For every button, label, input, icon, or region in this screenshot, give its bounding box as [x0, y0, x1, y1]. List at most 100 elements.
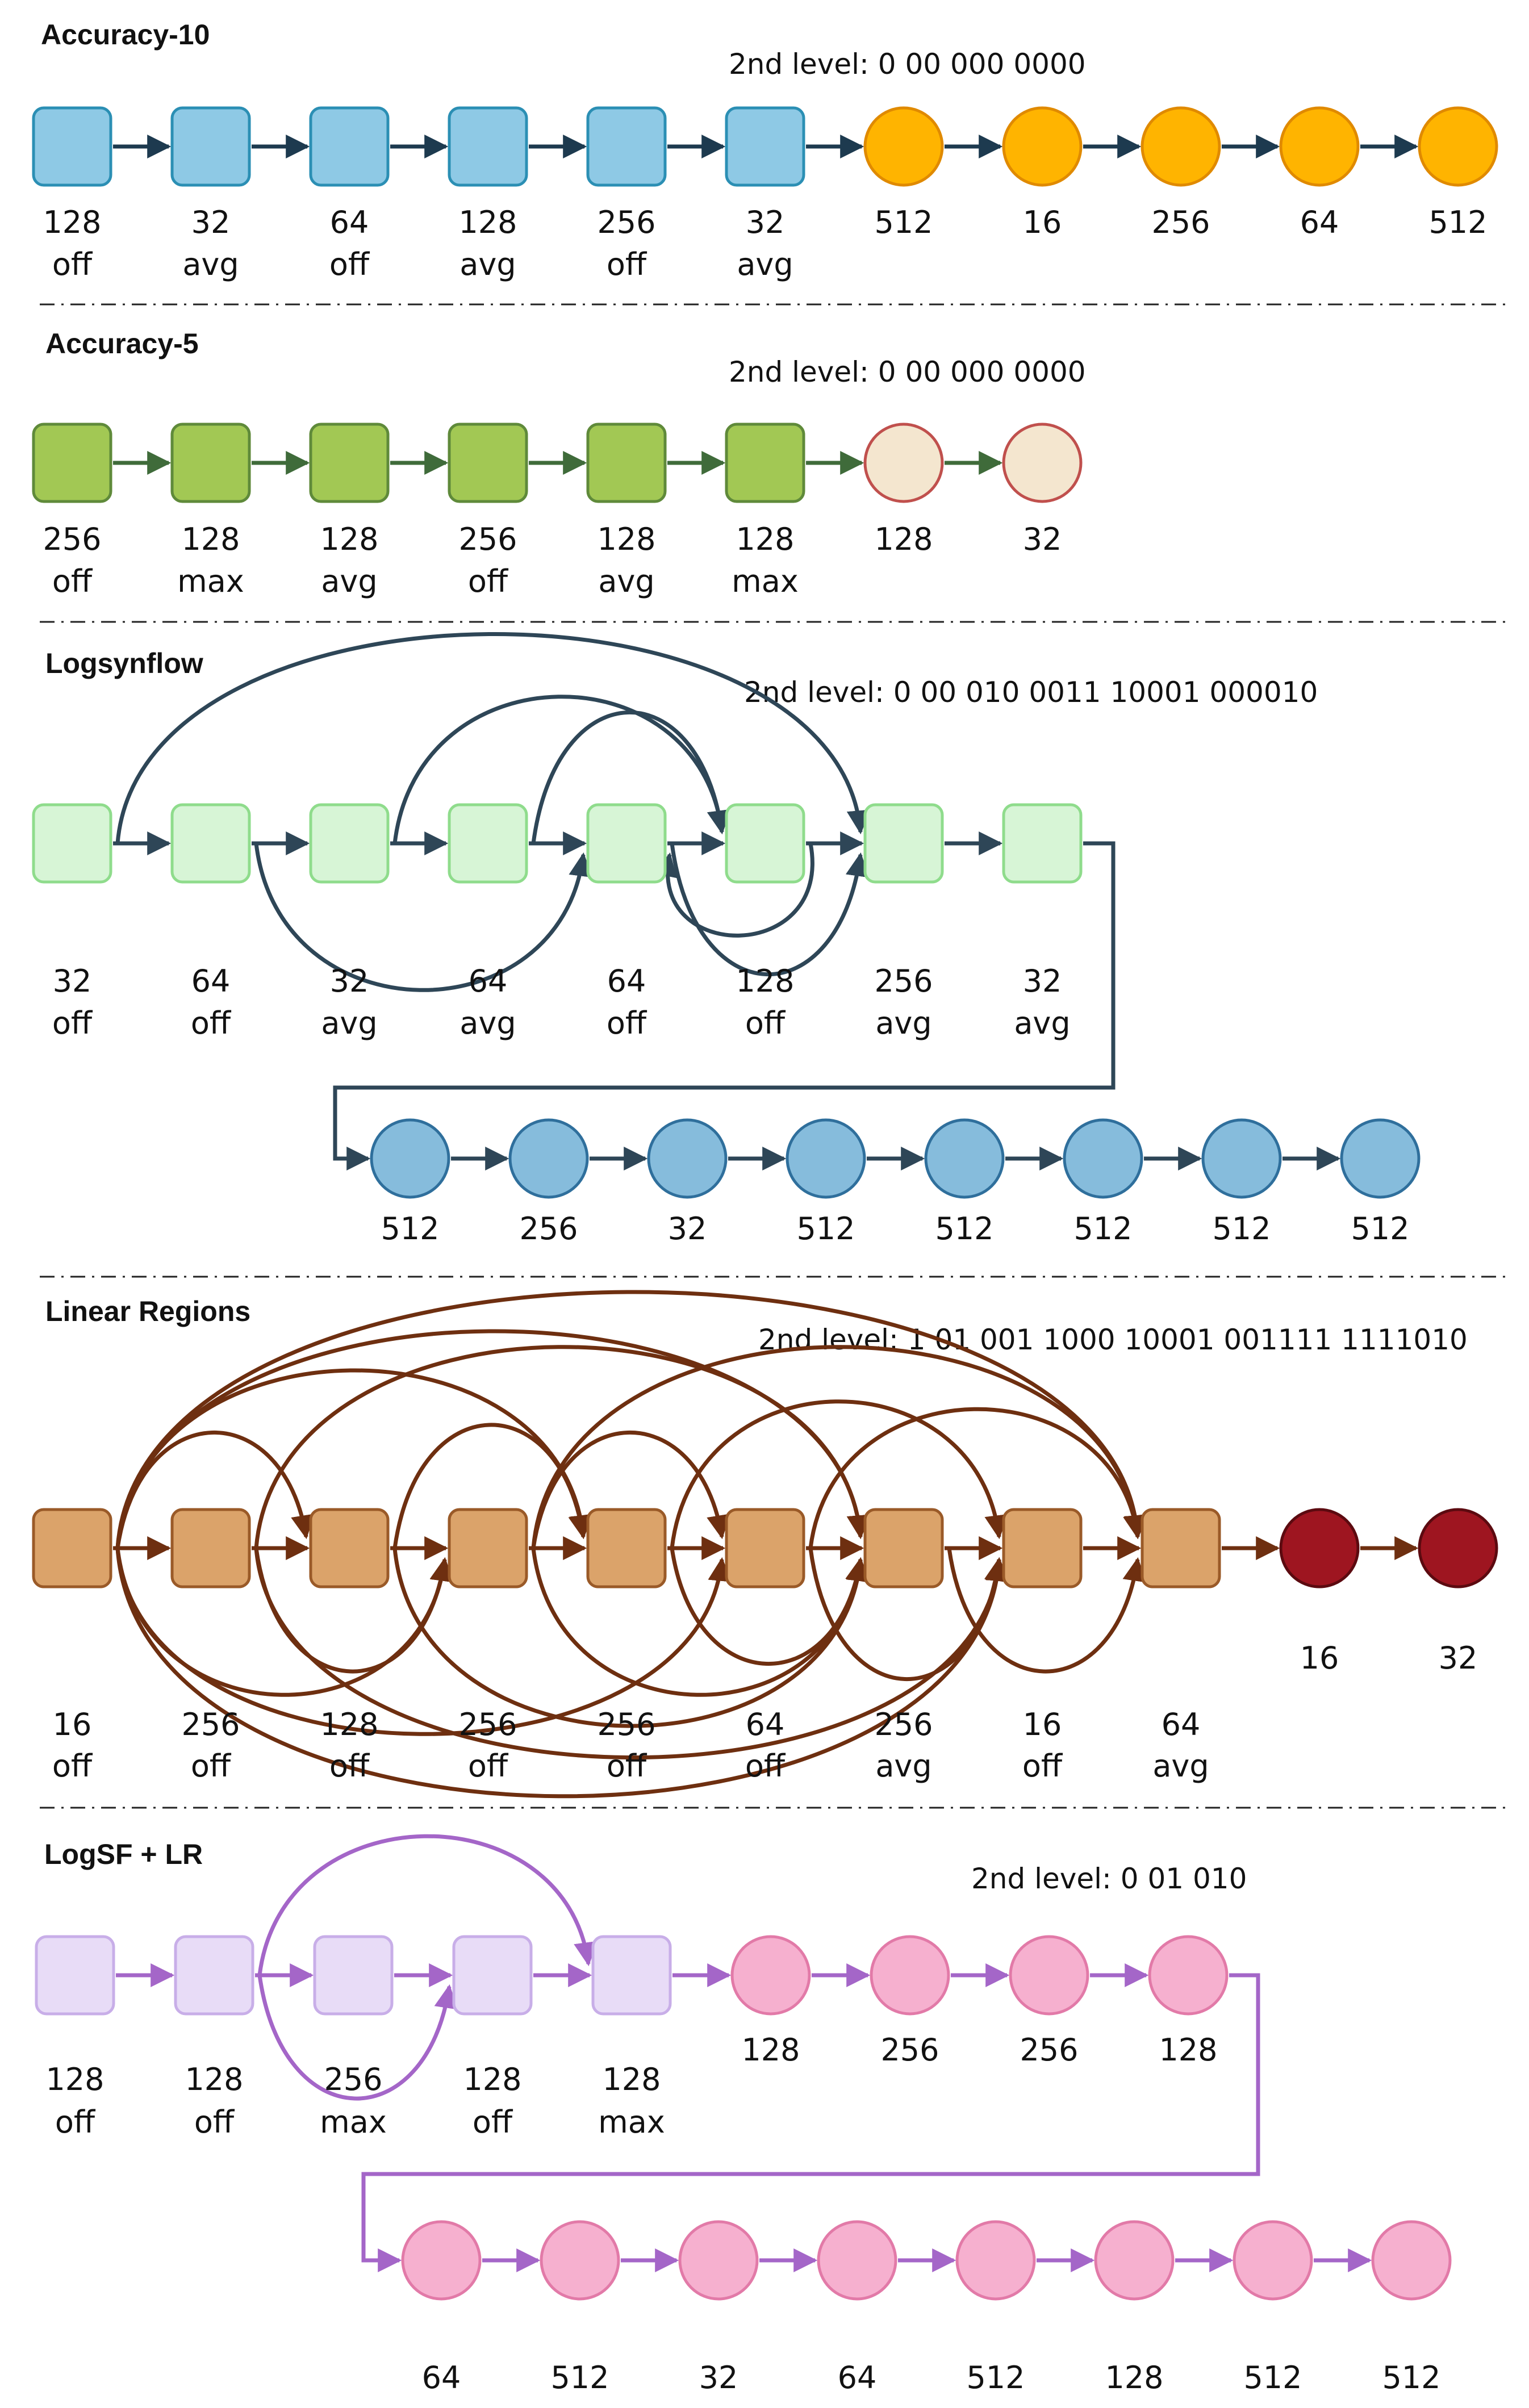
skip-connection-edge [808, 1407, 1147, 1549]
cell-channel-label: 64 [838, 2360, 877, 2396]
cell-pooling-label: off [607, 1005, 647, 1041]
skip-connection-edge [392, 695, 732, 844]
first-level-cell [448, 803, 528, 884]
second-level-cell [1418, 1508, 1498, 1588]
skip-connection-edge [257, 1975, 458, 2101]
second-level-cell [1002, 106, 1083, 187]
first-level-cell [174, 1935, 254, 2016]
first-level-cell [725, 423, 805, 503]
cell-channel-label: 128 [1105, 2360, 1163, 2396]
cell-pooling-label: avg [182, 246, 239, 282]
cell-pooling-label: avg [459, 246, 516, 282]
second-level-cell [1418, 106, 1498, 187]
first-level-cell [313, 1935, 394, 2016]
cell-channel-label: 16 [53, 1707, 92, 1742]
cell-pooling-label: avg [875, 1748, 931, 1784]
second-level-cell [1279, 1508, 1360, 1588]
second-level-cell [1201, 1118, 1282, 1199]
cell-pooling-label: off [468, 563, 509, 599]
skip-connection-edge [670, 1548, 869, 1666]
cell-pooling-label: max [598, 2104, 665, 2140]
cell-pooling-label: off [191, 1748, 232, 1784]
second-level-code-accuracy-10: 2nd level: 0 00 000 0000 [729, 48, 1086, 81]
first-level-cell [448, 106, 528, 187]
edges-layer [113, 135, 1419, 2272]
cell-pooling-label: off [52, 563, 93, 599]
first-level-cell [309, 803, 390, 884]
cell-pooling-label: off [52, 1748, 93, 1784]
second-level-cell [1141, 106, 1221, 187]
cell-channel-label: 32 [746, 204, 785, 240]
cell-channel-label: 128 [181, 521, 240, 557]
second-level-code-linear-regions: 2nd level: 1 01 001 1000 10001 001111 11… [758, 1323, 1468, 1356]
nodes-layer [32, 106, 1498, 2301]
cell-channel-label: 16 [1300, 1640, 1339, 1676]
cell-channel-label: 512 [1351, 1211, 1409, 1247]
cell-channel-label: 128 [185, 2062, 243, 2097]
second-level-cell [1148, 1935, 1229, 2016]
cell-channel-label: 512 [1382, 2360, 1440, 2396]
cell-pooling-label: off [191, 1005, 232, 1041]
cell-channel-label: 32 [1023, 963, 1062, 999]
second-level-code-logsynflow: 2nd level: 0 00 010 0011 10001 000010 [744, 676, 1318, 709]
second-level-cell [817, 2220, 897, 2301]
skip-connection-edge [653, 843, 814, 938]
cell-pooling-label: max [177, 563, 244, 599]
cell-channel-label: 512 [874, 204, 933, 240]
first-level-cell [32, 423, 112, 503]
second-level-cell [870, 1935, 950, 2016]
cell-channel-label: 512 [1073, 1211, 1132, 1247]
first-level-cell [452, 1935, 533, 2016]
cell-channel-label: 32 [330, 963, 369, 999]
skip-connection-edge [531, 710, 731, 844]
second-level-cell [540, 2220, 620, 2301]
cell-pooling-label: off [473, 2104, 513, 2140]
first-level-cell [32, 803, 112, 884]
second-level-cell [1009, 1935, 1089, 2016]
cell-channel-label: 64 [469, 963, 508, 999]
skip-connection-edge [670, 843, 870, 976]
first-level-cell [170, 803, 251, 884]
skip-connection-edge [115, 1548, 732, 1736]
cell-channel-label: 256 [874, 963, 933, 999]
first-level-cell [1002, 803, 1083, 884]
cell-pooling-label: avg [598, 563, 654, 599]
first-level-cell [591, 1935, 672, 2016]
cell-channel-label: 512 [796, 1211, 855, 1247]
cell-channel-label: 32 [1023, 521, 1062, 557]
skip-connection-edge [392, 1423, 592, 1549]
second-level-cell [1340, 1118, 1421, 1199]
cell-channel-label: 16 [1023, 204, 1062, 240]
cell-channel-label: 128 [602, 2062, 661, 2097]
second-level-cell [924, 1118, 1005, 1199]
second-level-cell [955, 2220, 1036, 2301]
cell-pooling-label: off [1022, 1748, 1063, 1784]
cell-channel-label: 128 [463, 2062, 521, 2097]
cell-pooling-label: avg [1014, 1005, 1070, 1041]
first-level-cell [863, 803, 944, 884]
cell-channel-label: 256 [597, 204, 655, 240]
first-level-cell [725, 1508, 805, 1588]
second-level-code-logsf-lr: 2nd level: 0 01 010 [971, 1862, 1247, 1895]
section-title-accuracy-10: Accuracy-10 [41, 19, 210, 51]
cell-channel-label: 128 [45, 2062, 104, 2097]
skip-connection-edge [257, 1834, 598, 1976]
cell-channel-label: 256 [597, 1707, 655, 1742]
skip-connection-edge [115, 1548, 1010, 1799]
first-level-cell [448, 423, 528, 503]
cell-channel-label: 128 [1159, 2032, 1217, 2068]
section-title-accuracy-5: Accuracy-5 [45, 328, 199, 359]
first-level-cell [586, 106, 667, 187]
first-level-cell [32, 1508, 112, 1588]
cell-channel-label: 128 [736, 521, 794, 557]
second-level-cell [1371, 2220, 1452, 2301]
cell-channel-label: 256 [880, 2032, 939, 2068]
second-level-cell [786, 1118, 866, 1199]
second-level-code-accuracy-5: 2nd level: 0 00 000 0000 [729, 356, 1086, 388]
cell-channel-label: 256 [1151, 204, 1210, 240]
cell-channel-label: 512 [1243, 2360, 1302, 2396]
first-level-cell [448, 1508, 528, 1588]
cell-channel-label: 128 [736, 963, 794, 999]
wrap-connector-edge [361, 1973, 1260, 2272]
cell-channel-label: 64 [746, 1707, 785, 1742]
